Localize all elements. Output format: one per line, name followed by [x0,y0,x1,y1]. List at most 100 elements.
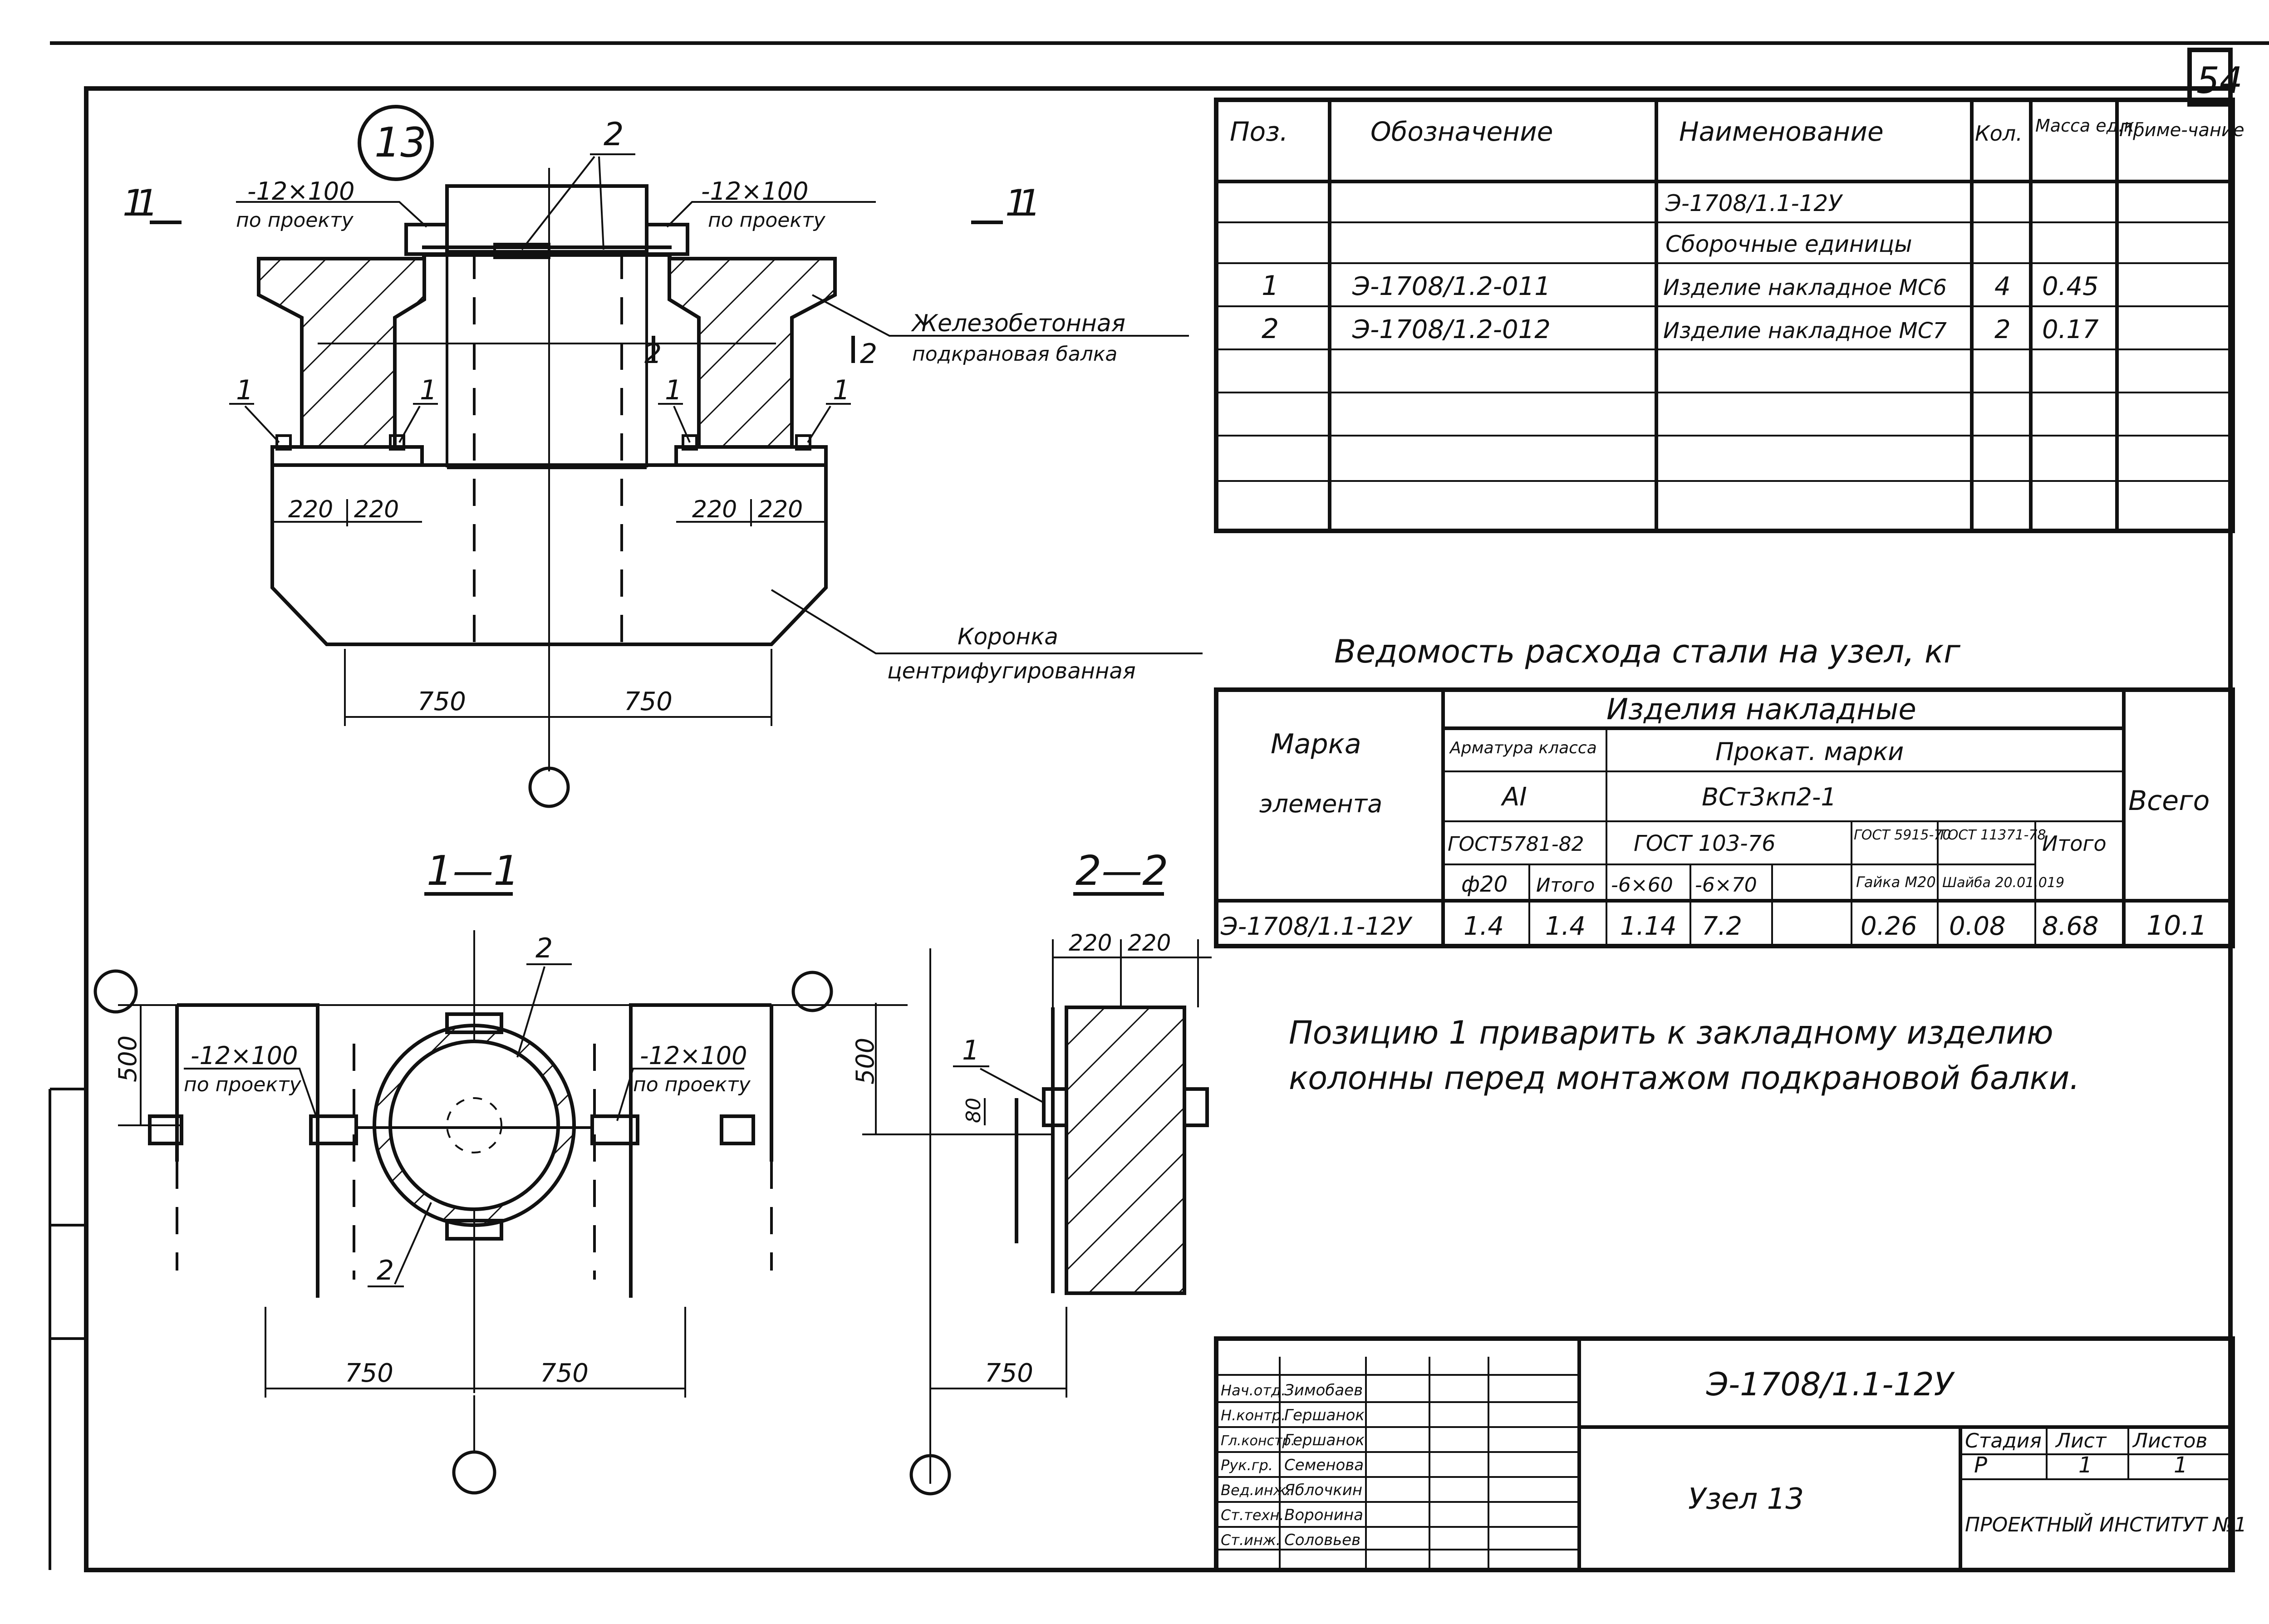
section-mark-right-b: 1 [1018,182,1041,224]
section-22-dim-750: 750 [985,1359,1033,1388]
spec-table: Поз. Обозначение Наименование Кол. Масса… [1214,98,2244,533]
section-22-dim-220-b: 220 [1128,930,1171,956]
spec-header-pos: Поз. [1230,116,1288,147]
staff-6-name: Соловьев [1284,1531,1360,1549]
plan-view: 13 1 1 1 1 -12×100 по проекту -12×100 по… [123,105,1203,808]
spec-header-designation: Обозначение [1370,116,1553,147]
steel-row-dia20: 1.4 [1464,912,1504,941]
staff-3-name: Семенова [1284,1456,1364,1474]
steel-rebar-dia: ф20 [1461,872,1508,897]
steel-rebar-total: Итого [1536,874,1595,896]
steel-total-header: Итого [2042,831,2107,856]
title-block-sheet-label: Лист [2055,1429,2107,1452]
steel-rebar-gost: ГОСТ5781-82 [1448,833,1584,856]
section-mark-left-b: 1 [135,182,158,224]
title-block-sheets-label: Листов [2132,1429,2207,1452]
steel-col-mark-1: Марка [1271,728,1361,760]
plan-dim-220-a: 220 [288,496,333,523]
section-11-plate-right-note: по проекту [633,1073,751,1096]
spec-row-3-name: Изделие накладное МС7 [1663,318,1947,343]
steel-grand-total-header: Всего [2128,785,2210,817]
plan-sec2-mark-b: 2 [860,338,877,370]
steel-row-p70: 7.2 [1702,912,1742,941]
plan-dim-750-a: 750 [417,687,466,716]
section-mark-right: 1 [1005,182,1028,224]
section-11-plate-left-note: по проекту [184,1073,302,1096]
plan-plate-left-note: по проекту [236,209,354,232]
node-number: 13 [374,119,427,167]
title-block-stage-label: Стадия [1965,1429,2042,1452]
steel-rolled-gost: ГОСТ 103-76 [1634,831,1776,856]
staff-4-role: Вед.инж. [1221,1482,1291,1499]
section-11-dim-750-b: 750 [540,1359,589,1388]
steel-table-title: Ведомость расхода стали на узел, кг [1334,633,1961,670]
spec-row-1-name: Сборочные единицы [1665,231,1912,257]
plan-dim-220-b: 220 [354,496,399,523]
title-block-name: Узел 13 [1688,1482,1804,1516]
steel-gost-washer: ГОСТ 11371-78 [1940,827,2046,843]
plan-pos-1d: 1 [833,374,850,406]
staff-0-name: Зимобаев [1284,1381,1363,1399]
spec-row-2-qty: 4 [1994,272,2011,301]
section-11-dim-750-a: 750 [345,1359,393,1388]
general-note: Позицию 1 приварить к закладному изделию… [1289,1014,2080,1097]
steel-row-grand: 10.1 [2146,910,2207,942]
plan-dim-220-d: 220 [758,496,803,523]
steel-group: Изделия накладные [1606,693,1916,726]
steel-row-mark: Э-1708/1.1-12У [1220,912,1413,941]
steel-rolled-grade: ВСт3кп2-1 [1702,783,1837,811]
section-2-2: 2—2 220 220 500 80 1 750 [791,847,1212,1496]
steel-row-rebar-total: 1.4 [1545,912,1586,941]
steel-rebar-class: Арматура класса [1449,739,1597,757]
section-1-1: 1—1 2 2 -12×100 по проекту [93,847,908,1495]
steel-table: Ведомость расхода стали на узел, кг Марк… [1214,633,2235,948]
steel-rebar-grade: AI [1501,782,1527,812]
section-22-pos-1: 1 [962,1035,979,1066]
staff-4-name: Яблочкин [1284,1481,1362,1499]
steel-col-mark-2: элемента [1259,790,1382,818]
staff-1-name: Гершанок [1284,1406,1365,1424]
steel-rolled-60: -6×60 [1611,873,1673,897]
spec-row-3-designation: Э-1708/1.2-012 [1352,315,1551,344]
steel-rolled: Прокат. марки [1715,737,1904,766]
node-number-circle [358,105,434,181]
crown-label-2: центрифугированная [887,658,1136,684]
spec-header-note: Приме-чание [2119,120,2244,141]
title-block-stage: Р [1974,1452,1987,1478]
title-block-sheets: 1 [2174,1452,2188,1478]
title-block: Нач.отд. Зимобаев Н.контр. Гершанок Гл.к… [1214,1336,2247,1572]
section-22-dim-220-a: 220 [1069,930,1112,956]
spec-header-qty: Кол. [1975,121,2023,146]
title-block-code: Э-1708/1.1-12У [1706,1366,1955,1403]
section-11-pos-2-bottom: 2 [377,1255,394,1286]
spec-row-3-mass: 0.17 [2042,315,2099,344]
steel-washer: Шайба 20.01.019 [1942,875,2064,891]
spec-header-name: Наименование [1679,116,1884,147]
section-11-pos-2-top: 2 [535,932,553,964]
plan-pos-1a: 1 [236,374,253,406]
plan-plate-left: -12×100 [247,177,355,206]
beam-label-1: Железобетонная [911,310,1125,337]
plan-pos-1b: 1 [420,374,437,406]
staff-6-role: Ст.инж. [1221,1531,1281,1549]
note-line-1: Позицию 1 приварить к закладному изделию [1289,1014,2053,1051]
section-22-dim-80: 80 [962,1098,985,1123]
staff-0-role: Нач.отд. [1221,1382,1286,1399]
section-22-title: 2—2 [1076,847,1169,895]
steel-gost-nut: ГОСТ 5915-70 [1854,827,1951,843]
title-block-sheet: 1 [2078,1452,2092,1478]
staff-5-role: Ст.техн. [1221,1506,1284,1524]
spec-row-2-mass: 0.45 [2042,272,2099,301]
section-11-plate-left: -12×100 [191,1041,298,1070]
section-mark-left: 1 [123,182,146,224]
spec-header-mass: Масса ед.кг [2035,116,2144,136]
sheet-number: 54 [2196,59,2243,102]
spec-row-3-qty: 2 [1994,315,2011,344]
spec-row-2-pos: 1 [1262,270,1279,302]
steel-rolled-70: -6×70 [1695,873,1757,897]
plan-pos-2: 2 [604,116,624,153]
spec-row-0-name: Э-1708/1.1-12У [1665,190,1843,216]
section-11-title: 1—1 [427,847,520,895]
plan-plate-right: -12×100 [701,177,809,206]
spec-row-2-designation: Э-1708/1.2-011 [1352,272,1551,301]
